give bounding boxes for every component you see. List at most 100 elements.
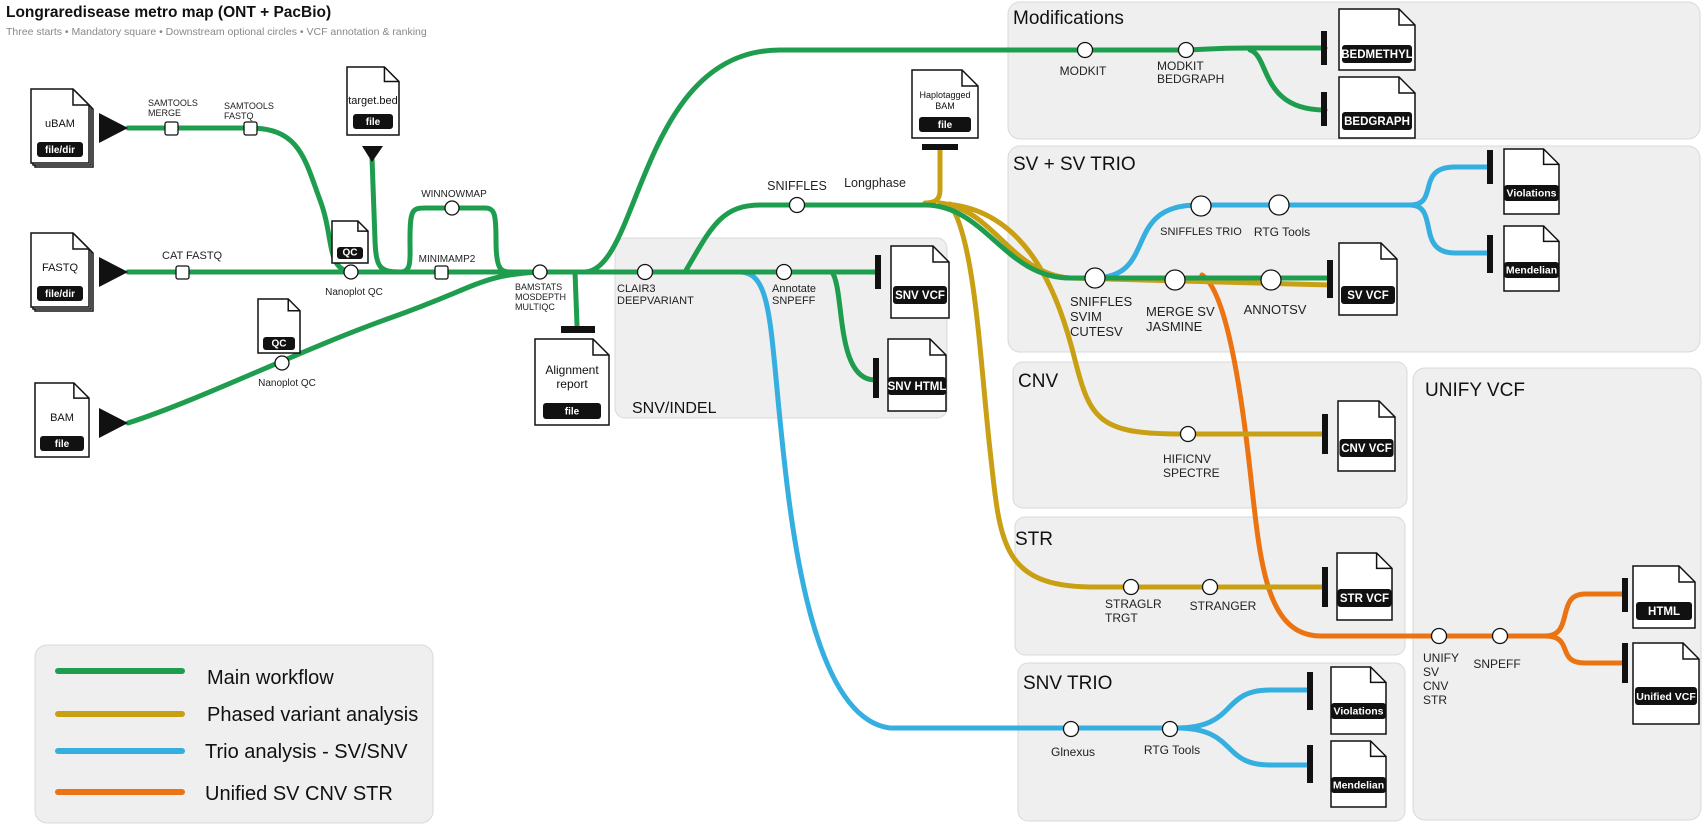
station-winnowmap[interactable] [444, 200, 460, 216]
station-rtg-sv[interactable] [1268, 194, 1290, 216]
doc-snv-violations: Violations [1330, 666, 1387, 735]
endbar-snv-violations [1307, 672, 1313, 710]
line-trio-snv [737, 269, 1313, 731]
doc-fastq-fold [72, 233, 89, 250]
station-straglr[interactable] [1122, 578, 1140, 596]
line-main-sv [682, 202, 1333, 281]
doc-snv-html-tag: SNV HTML [888, 381, 947, 393]
legend-label-trio: Trio analysis - SV/SNV [205, 741, 408, 763]
panel-unify-vcf [1412, 367, 1702, 821]
doc-str-vcf-page [1336, 552, 1393, 621]
station-nanoplot-bam[interactable] [274, 355, 290, 371]
station-annotate-snpeff[interactable] [775, 263, 793, 281]
doc-html-fold [1678, 566, 1695, 583]
page-title: Longraredisease metro map (ONT + PacBio) [6, 4, 331, 21]
doc-bedgraph-tag-bg [1342, 112, 1412, 130]
station-clair3[interactable] [636, 263, 654, 281]
station-stranger[interactable] [1201, 578, 1219, 596]
doc-bam-tag-bg [40, 436, 84, 451]
doc-qc-fastq-tag: QC [343, 248, 358, 259]
label-nanoplot-fastq: Nanoplot QC [325, 287, 383, 298]
doc-snv-vcf: SNV VCF [890, 245, 950, 319]
doc-sv-vcf-tag-bg [1341, 286, 1395, 304]
station-hificnv[interactable] [1179, 425, 1197, 443]
station-glnexus[interactable] [1062, 720, 1080, 738]
label-rtg-sv: RTG Tools [1254, 225, 1310, 239]
doc-snv-mendelian: Mendelian [1330, 740, 1387, 808]
label-sniffles: SNIFFLES [767, 179, 827, 193]
doc-target-bed-tag: file [366, 117, 381, 128]
doc-snv-vcf-fold [932, 246, 949, 263]
legend-label-unified: Unified SV CNV STR [205, 783, 393, 805]
doc-cnv-vcf-tag: CNV VCF [1341, 443, 1391, 455]
line-unified [1199, 272, 1628, 639]
end-markers [561, 31, 1628, 783]
line-main-report [572, 269, 580, 328]
label-annotsv: ANNOTSV [1244, 302, 1307, 317]
station-modkit-bedgraph[interactable] [1177, 41, 1195, 59]
doc-cnv-vcf-fold [1378, 401, 1395, 418]
station-merge-sv[interactable] [1164, 269, 1186, 291]
doc-sv-mendelian-tag-bg [1504, 262, 1559, 278]
doc-snv-html-tag-bg [888, 377, 946, 395]
station-samtools-fastq[interactable] [243, 121, 258, 136]
doc-qc-bam-tag-bg [263, 337, 295, 350]
station-unify[interactable] [1430, 627, 1448, 645]
station-samtools-merge[interactable] [164, 121, 179, 136]
doc-unified-vcf-tag: Unified VCF [1636, 691, 1696, 703]
doc-haplotagged-tag-bg [919, 117, 971, 132]
doc-sv-violations: Violations [1503, 148, 1560, 215]
station-sniffles-svim-cutesv[interactable] [1084, 267, 1106, 289]
endbar-bedgraph [1321, 92, 1327, 126]
doc-snv-mendelian-tag: Mendelian [1333, 780, 1384, 792]
doc-snv-mendelian-fold [1369, 741, 1386, 758]
label-glnexus: Glnexus [1051, 745, 1095, 759]
doc-bedgraph-fold [1398, 77, 1415, 94]
station-nanoplot-fastq[interactable] [343, 264, 359, 280]
legend-label-main: Main workflow [207, 667, 334, 689]
station-cat-fastq[interactable] [175, 265, 190, 280]
doc-snv-html: SNV HTML [887, 338, 947, 412]
station-minimap2[interactable] [434, 265, 449, 280]
station-annotsv[interactable] [1260, 269, 1282, 291]
label-nanoplot-bam: Nanoplot QC [258, 378, 316, 389]
station-bamstats[interactable] [532, 264, 548, 280]
doc-sv-violations-tag-bg [1504, 185, 1559, 201]
doc-qc-fastq-tag-bg [337, 247, 363, 259]
endbar-haplotagged [922, 144, 958, 150]
endbar-str-vcf [1322, 567, 1328, 607]
station-rtg-snv[interactable] [1161, 720, 1179, 738]
station-sniffles[interactable] [788, 196, 806, 214]
station-sniffles-trio[interactable] [1190, 195, 1212, 217]
doc-snv-vcf-tag-bg [893, 286, 947, 304]
endbar-alignment-report [561, 326, 595, 333]
doc-sv-violations-tag: Violations [1507, 188, 1557, 200]
station-modkit[interactable] [1076, 41, 1094, 59]
doc-bedmethyl-tag: BEDMETHYL [1341, 49, 1413, 61]
endbar-sv-mendelian [1487, 235, 1493, 273]
label-modkit: MODKIT [1060, 64, 1107, 78]
doc-snv-mendelian-tag-bg [1331, 777, 1386, 793]
label-stranger: STRANGER [1190, 599, 1257, 613]
doc-snv-vcf-tag: SNV VCF [895, 290, 945, 302]
section-panels [34, 1, 1702, 824]
doc-snv-violations-tag: Violations [1334, 706, 1384, 718]
doc-bam-title: BAM [50, 412, 74, 424]
endbar-bedmethyl [1321, 31, 1327, 65]
label-cat-fastq: CAT FASTQ [162, 250, 223, 262]
doc-sv-violations-page [1503, 148, 1560, 215]
doc-sv-vcf-tag: SV VCF [1347, 290, 1389, 302]
doc-bedmethyl-tag-bg [1342, 45, 1412, 63]
endbar-snv-mendelian [1307, 745, 1313, 783]
doc-qc-bam: QC [257, 298, 301, 354]
label-longphase: Longphase [844, 176, 906, 190]
endbar-snv-html [873, 358, 879, 398]
line-main-bedgraph [1247, 47, 1328, 113]
line-unified-html [1542, 633, 1628, 666]
line-main-mods [582, 45, 1328, 275]
doc-bam-fold [73, 383, 89, 399]
station-snpeff-unify[interactable] [1491, 627, 1509, 645]
